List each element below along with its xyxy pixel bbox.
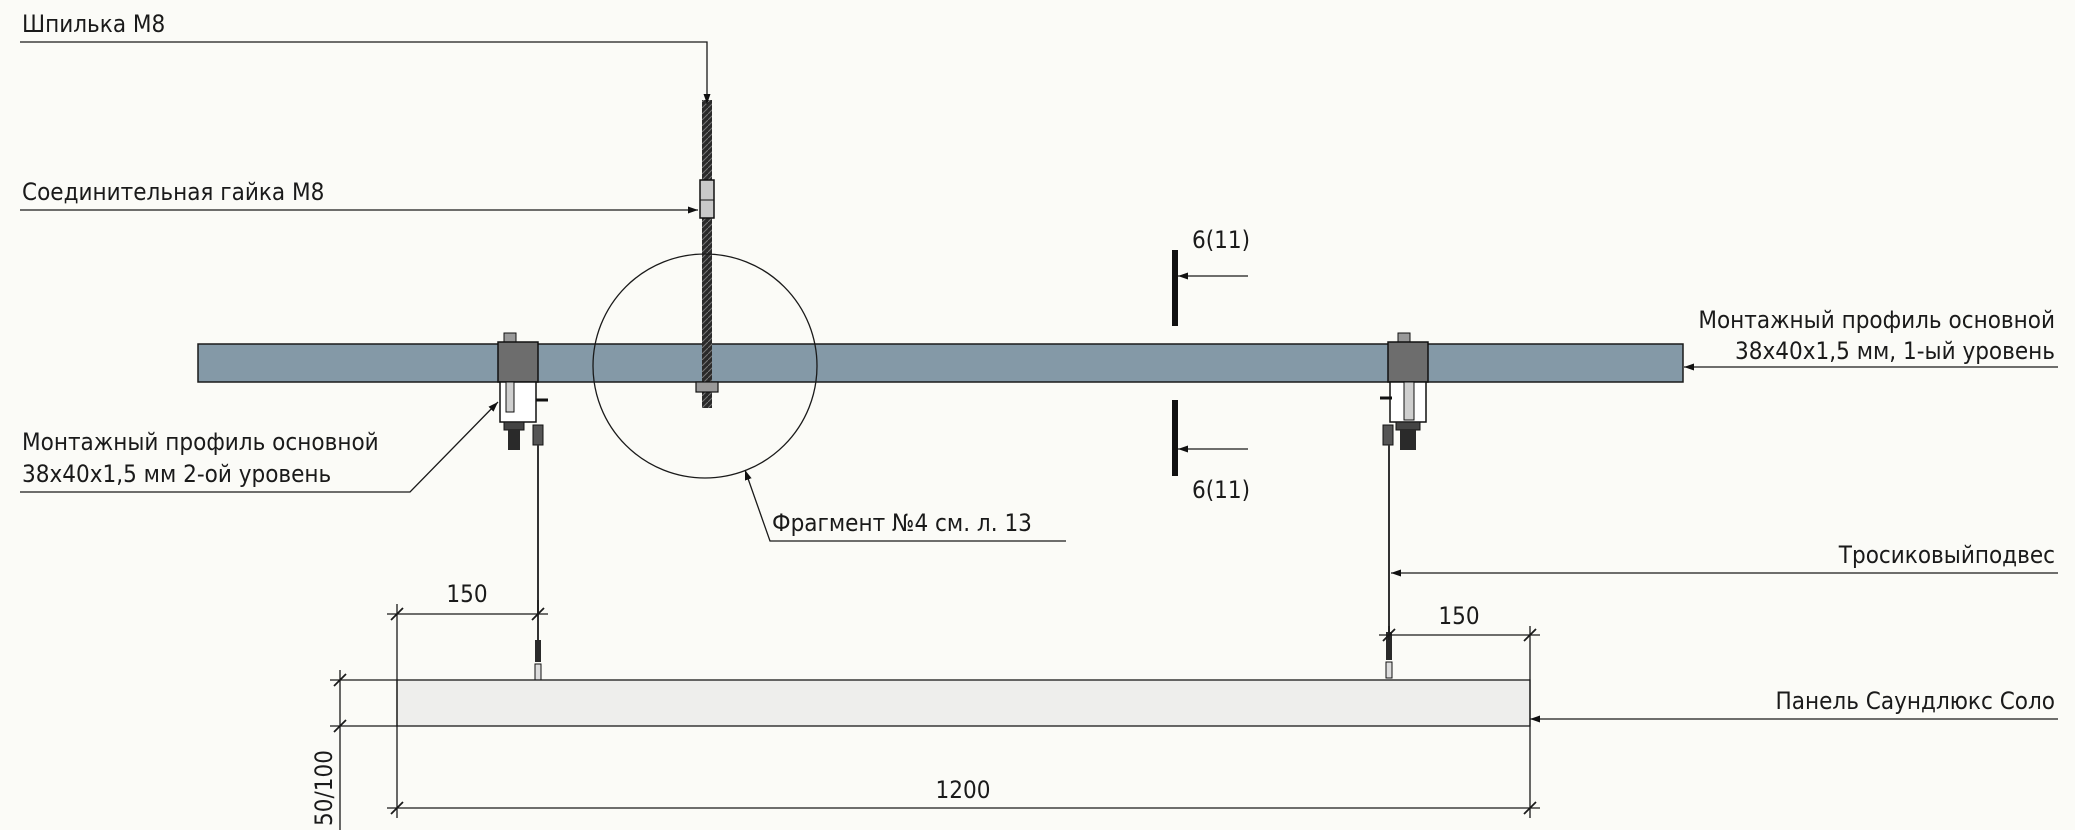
label-profile-level2-line1: Монтажный профиль основной [22,428,379,456]
label-profile-level1-line2: 38х40х1,5 мм, 1-ый уровень [1735,337,2055,365]
leader-fragment [744,469,1066,542]
label-profile-level2-line2: 38х40х1,5 мм 2-ой уровень [22,460,331,488]
dimension-panel-thickness [330,670,397,830]
section-mark-bottom [1172,400,1248,476]
cable-hanger-right [1385,445,1393,679]
main-profile-level1 [197,343,1684,383]
dimension-text-left-150: 150 [446,580,487,608]
dimension-text-panel-thickness: 50/100 [310,750,338,826]
label-coupling-nut: Соединительная гайка М8 [22,178,324,206]
right-connector [1380,332,1429,450]
leader-profile-level2 [20,401,499,493]
left-connector [497,332,548,450]
fragment-circle [592,253,818,479]
label-profile-level1-line1: Монтажный профиль основной [1698,306,2055,334]
dimension-1200 [387,801,1540,815]
dimension-text-1200: 1200 [936,776,991,804]
label-fragment: Фрагмент №4 см. л. 13 [772,509,1032,537]
dimension-text-right-150: 150 [1438,602,1479,630]
label-stud: Шпилька М8 [22,10,165,38]
section-mark-top [1172,250,1248,326]
leader-stud [20,41,711,104]
cable-hanger-left [534,445,542,681]
label-cable-hanger: Тросиковыйподвес [1838,541,2055,569]
dimension-right-150 [1379,626,1540,818]
label-panel: Панель Саундлюкс Соло [1776,687,2055,715]
section-label-bottom: 6(11) [1192,476,1250,504]
dimension-left-150 [387,600,548,818]
section-label-top: 6(11) [1192,226,1250,254]
sound-panel [396,679,1531,727]
